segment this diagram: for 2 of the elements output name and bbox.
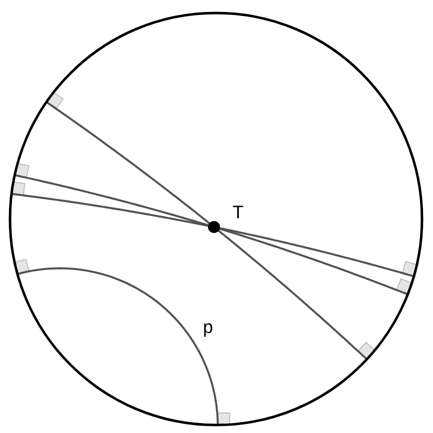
line-label: p: [204, 323, 212, 337]
point-label: T: [232, 206, 244, 218]
